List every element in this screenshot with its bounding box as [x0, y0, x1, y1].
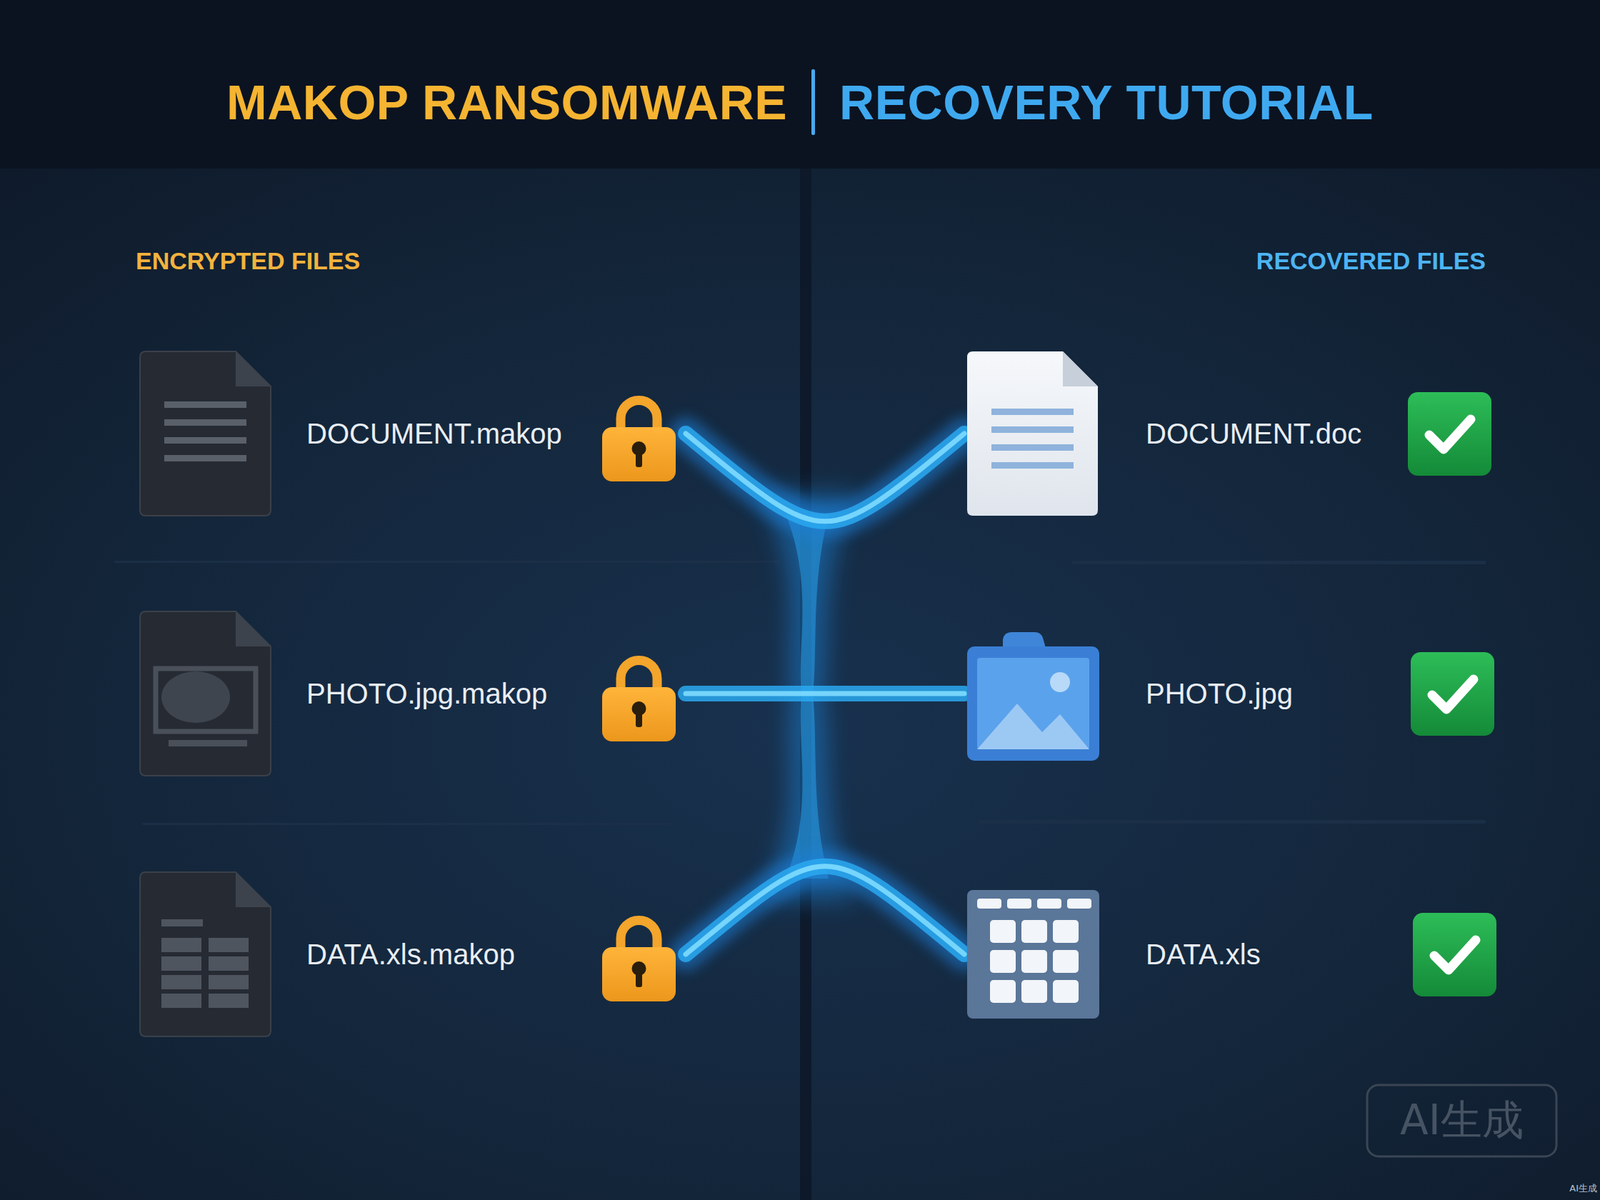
file-shape — [140, 611, 271, 776]
encrypted-photo-icon — [140, 611, 271, 776]
watermark-frame — [1367, 1085, 1557, 1157]
ribbon-glow — [685, 866, 965, 955]
ribbon-glow — [685, 433, 965, 522]
file-shape — [140, 351, 271, 516]
file-node: DOCUMENT.doc — [964, 347, 1500, 520]
lock-shackle — [620, 400, 658, 433]
lock-body — [602, 947, 676, 1002]
file-name: PHOTO.jpg — [1145, 607, 1403, 780]
ribbon-core — [685, 691, 965, 697]
column-heading: ENCRYPTED FILES — [135, 241, 579, 280]
text-line — [164, 437, 247, 444]
title-separator — [811, 69, 815, 135]
encrypted-spreadsheet-icon — [140, 872, 271, 1037]
flow-ribbon — [685, 693, 965, 695]
padlock-icon — [602, 920, 676, 1003]
flow-ribbon — [685, 433, 965, 522]
title-row: MAKOP RANSOMWARE RECOVERY TUTORIAL — [0, 42, 1600, 162]
sheet-background — [967, 890, 1100, 1019]
check-mark-icon — [1412, 912, 1497, 997]
photo-mountains — [977, 703, 1090, 750]
check-tick — [1432, 679, 1474, 710]
file-name: PHOTO.jpg.makop — [306, 607, 593, 780]
panel-background — [0, 168, 1600, 1200]
file-fold — [1062, 351, 1098, 387]
file-name: DATA.xls.makop — [306, 868, 593, 1040]
ribbon-core — [685, 866, 965, 955]
lock-body — [602, 427, 676, 482]
folder-tab — [1002, 632, 1046, 648]
text-line — [164, 455, 247, 462]
photo-blob — [161, 671, 230, 723]
text-line — [164, 401, 247, 408]
photo-sun — [1050, 672, 1070, 693]
recovered-spreadsheet-icon — [967, 890, 1100, 1019]
text-line — [991, 408, 1074, 415]
photo-area — [977, 657, 1090, 750]
check-tick — [1429, 419, 1471, 450]
padlock-icon — [602, 660, 676, 743]
lock-shackle — [620, 920, 658, 953]
check-tick — [1434, 940, 1476, 970]
row-separator — [114, 560, 779, 563]
check-mark-icon — [1407, 392, 1492, 476]
keyhole — [635, 451, 643, 468]
encrypted-document-icon — [140, 351, 271, 516]
file-node: PHOTO.jpg — [964, 607, 1500, 780]
check-mark-icon — [1410, 652, 1495, 736]
row-separator — [978, 820, 1486, 824]
ribbon-body — [685, 685, 965, 702]
check-box — [1410, 652, 1495, 736]
file-node: DOCUMENT.makop — [135, 347, 686, 520]
file-node: PHOTO.jpg.makop — [135, 607, 686, 780]
file-fold — [235, 611, 271, 647]
file-shape — [140, 872, 271, 1037]
lock-shackle — [620, 660, 658, 693]
keyhole — [635, 711, 643, 728]
check-box — [1407, 392, 1492, 476]
sheet-cells — [977, 898, 1092, 1003]
ribbon-body — [685, 866, 965, 955]
lock-body — [602, 687, 676, 742]
row-separator — [1071, 560, 1486, 565]
sheet-cells — [161, 937, 249, 1008]
text-line — [164, 419, 247, 426]
file-fold — [235, 872, 271, 908]
flow-ribbon — [685, 866, 965, 955]
file-name: DOCUMENT.doc — [1145, 347, 1403, 520]
file-name: DATA.xls — [1145, 868, 1403, 1040]
ribbon-glow — [685, 677, 965, 710]
photo-base — [168, 740, 248, 747]
text-line — [991, 444, 1074, 451]
row-separator — [142, 822, 672, 825]
keyhole — [635, 971, 643, 988]
title-text: MAKOP RANSOMWARE — [226, 74, 788, 130]
column-heading: RECOVERED FILES — [1042, 241, 1486, 280]
ribbon-core — [685, 433, 965, 522]
title-subtitle: RECOVERY TUTORIAL — [839, 74, 1374, 130]
watermark-small: AI生成 — [1535, 1180, 1598, 1198]
watermark: AI生成 — [1367, 1085, 1557, 1157]
file-name: DOCUMENT.makop — [306, 347, 593, 520]
file-fold — [235, 351, 271, 387]
ribbon-body — [685, 433, 965, 522]
file-node: DATA.xls.makop — [135, 868, 686, 1040]
check-box — [1412, 912, 1497, 997]
recovered-document-icon — [967, 351, 1098, 516]
photo-frame — [155, 668, 256, 732]
photo-frame — [967, 646, 1100, 761]
padlock-icon — [602, 400, 676, 483]
recovered-photo-icon — [967, 632, 1100, 761]
text-line — [991, 426, 1074, 433]
file-shape — [967, 351, 1098, 516]
file-node: DATA.xls — [964, 868, 1500, 1040]
text-line — [991, 462, 1074, 469]
sheet-header — [161, 919, 203, 927]
